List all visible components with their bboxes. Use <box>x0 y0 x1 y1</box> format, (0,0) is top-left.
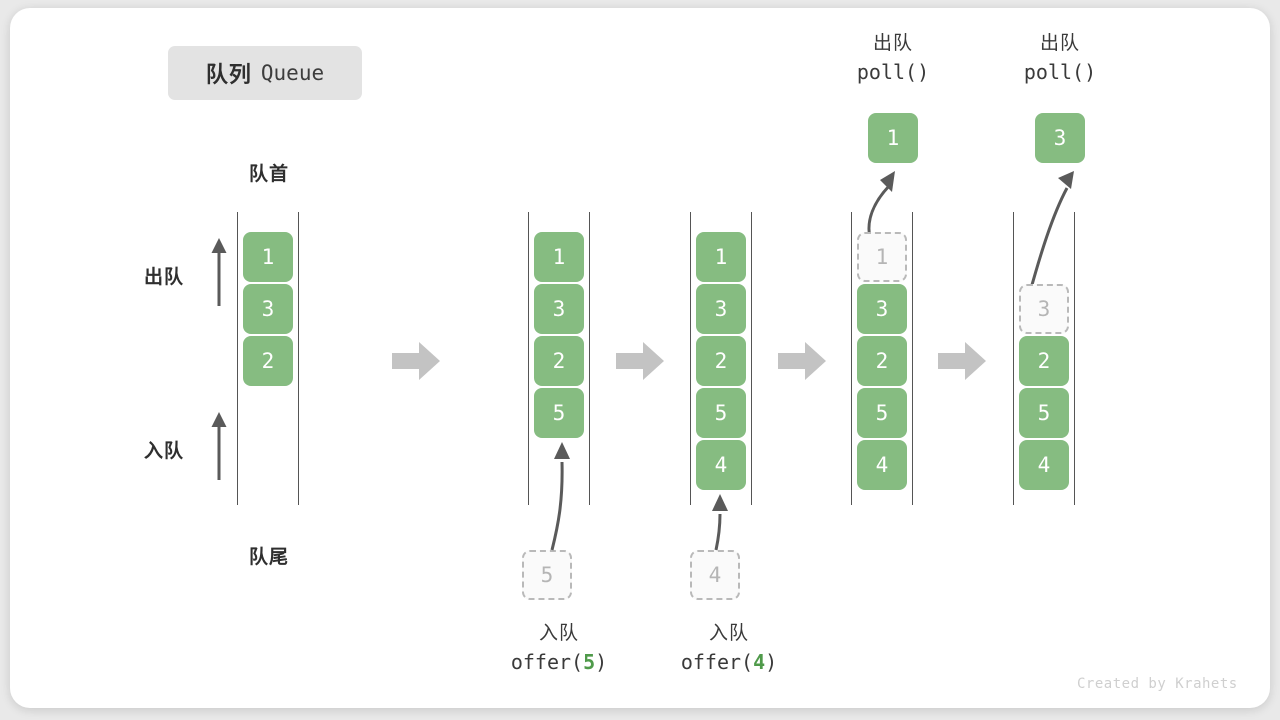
enqueue-curved-arrow-icon <box>712 494 728 551</box>
queue-cell: 3 <box>857 284 907 334</box>
caption-code-start: offer( <box>510 649 584 674</box>
queue-incoming-ghost-cell: 5 <box>522 550 572 600</box>
queue-head-label: 队首 <box>248 164 289 185</box>
caption-cn: 出队 <box>1039 33 1080 54</box>
stage-transition-arrow-icon <box>616 342 664 380</box>
queue-cell: 4 <box>696 440 746 490</box>
enqueue-curved-arrow-icon <box>550 442 570 551</box>
credit-text: Created by Krahets <box>1077 676 1238 692</box>
queue-cell: 2 <box>696 336 746 386</box>
queue-outgoing-cell: 1 <box>868 113 918 163</box>
stage-transition-arrow-icon <box>938 342 986 380</box>
dequeue-direction-label: 出队 <box>144 267 185 288</box>
queue-cell: 1 <box>243 232 293 282</box>
caption-code: poll() <box>1023 59 1097 84</box>
queue-rail-5 <box>1013 212 1075 505</box>
title-english: Queue <box>260 61 325 85</box>
queue-cell: 2 <box>1019 336 1069 386</box>
caption-code: poll() <box>856 59 930 84</box>
caption-code-end: ) <box>595 649 608 674</box>
queue-cell: 4 <box>857 440 907 490</box>
stage-caption-offer-5: 入队 offer(5) <box>459 620 659 677</box>
title-chinese: 队列 <box>205 62 252 87</box>
queue-cell: 5 <box>857 388 907 438</box>
queue-rail-3 <box>690 212 752 505</box>
dequeue-curved-arrow-icon <box>1028 171 1074 293</box>
caption-code-start: offer( <box>680 649 754 674</box>
queue-rail-2 <box>528 212 590 505</box>
title-badge: 队列 Queue <box>168 46 362 100</box>
stage-transition-arrow-icon <box>778 342 826 380</box>
queue-outgoing-cell: 3 <box>1035 113 1085 163</box>
queue-removed-ghost-cell: 3 <box>1019 284 1069 334</box>
queue-cell: 5 <box>534 388 584 438</box>
queue-cell: 2 <box>857 336 907 386</box>
caption-cn: 入队 <box>708 623 749 644</box>
queue-rail-4 <box>851 212 913 505</box>
caption-cn: 出队 <box>872 33 913 54</box>
dequeue-direction-arrow-icon <box>211 238 227 306</box>
caption-code: offer(4) <box>629 648 829 677</box>
stage-caption-poll-1: 出队 poll() <box>803 30 983 87</box>
queue-cell: 3 <box>696 284 746 334</box>
enqueue-direction-label: 入队 <box>144 441 185 462</box>
queue-tail-label: 队尾 <box>248 547 289 568</box>
queue-removed-ghost-cell: 1 <box>857 232 907 282</box>
queue-incoming-ghost-cell: 4 <box>690 550 740 600</box>
queue-cell: 3 <box>534 284 584 334</box>
queue-cell: 2 <box>243 336 293 386</box>
caption-cn: 入队 <box>538 623 579 644</box>
queue-cell: 4 <box>1019 440 1069 490</box>
stage-transition-arrow-icon <box>392 342 440 380</box>
caption-code-end: ) <box>765 649 778 674</box>
caption-code: offer(5) <box>459 648 659 677</box>
stage-caption-offer-4: 入队 offer(4) <box>629 620 829 677</box>
queue-cell: 1 <box>696 232 746 282</box>
queue-rail-1 <box>237 212 299 505</box>
queue-cell: 5 <box>696 388 746 438</box>
queue-cell: 1 <box>534 232 584 282</box>
enqueue-direction-arrow-icon <box>211 412 227 480</box>
stage-caption-poll-3: 出队 poll() <box>970 30 1150 87</box>
queue-cell: 3 <box>243 284 293 334</box>
queue-cell: 5 <box>1019 388 1069 438</box>
caption-code-number: 5 <box>583 649 596 674</box>
queue-cell: 2 <box>534 336 584 386</box>
caption-code-number: 4 <box>753 649 766 674</box>
